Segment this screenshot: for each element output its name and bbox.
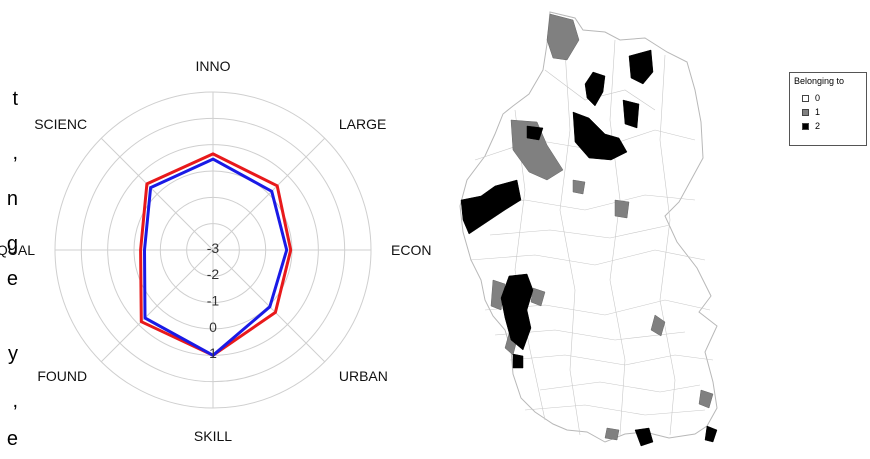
radial-tick-label: 1 [209, 345, 217, 361]
text-fragment: , [12, 142, 18, 164]
legend-item: 1 [802, 107, 820, 117]
axis-spoke [100, 137, 214, 251]
axis-spoke [100, 249, 214, 363]
radar-chart: -3 -2 -1 0 1 INNO LARGE ECON URBAN SKILL FOUND QUAL… [0, 58, 431, 444]
legend-swatch [802, 108, 809, 116]
axis-label: LARGE [339, 116, 386, 132]
axis-label: ECON [391, 242, 431, 258]
legend-item: 2 [802, 121, 820, 131]
radial-tick-label: -3 [207, 240, 220, 256]
radial-tick-label: 0 [209, 319, 217, 335]
axis-spoke [212, 137, 326, 251]
radial-tick-label: -2 [207, 266, 220, 282]
text-fragment: e [6, 268, 18, 290]
axis-label: QUAL [0, 242, 35, 258]
regions-group-1 [490, 13, 714, 441]
radial-tick-label: -1 [207, 293, 220, 309]
text-fragment: y [8, 343, 18, 365]
legend-swatch [802, 122, 809, 130]
regions-group-2 [460, 49, 718, 447]
series-line [143, 157, 289, 357]
axis-label: URBAN [339, 368, 388, 384]
legend-title: Belonging to [794, 76, 845, 86]
axis-label: SCIENC [34, 116, 87, 132]
map-outline [459, 11, 718, 443]
legend-label: 2 [815, 121, 821, 131]
text-fragment: e [6, 428, 18, 450]
text-fragment: n [6, 188, 18, 210]
axis-label: SKILL [194, 428, 232, 444]
legend-label: 1 [815, 107, 821, 117]
map-legend: Belonging to 0 1 2 [789, 72, 867, 146]
germany-region-map [459, 11, 718, 447]
text-fragment: g [6, 233, 18, 255]
legend-label: 0 [815, 93, 821, 103]
clipped-body-text: t , n g e y , e [0, 0, 20, 459]
legend-item: 0 [802, 93, 820, 103]
text-fragment: t [12, 88, 18, 110]
text-fragment: , [12, 390, 18, 412]
legend-swatch [802, 94, 809, 102]
axis-label: INNO [196, 58, 231, 74]
axis-label: FOUND [37, 368, 87, 384]
